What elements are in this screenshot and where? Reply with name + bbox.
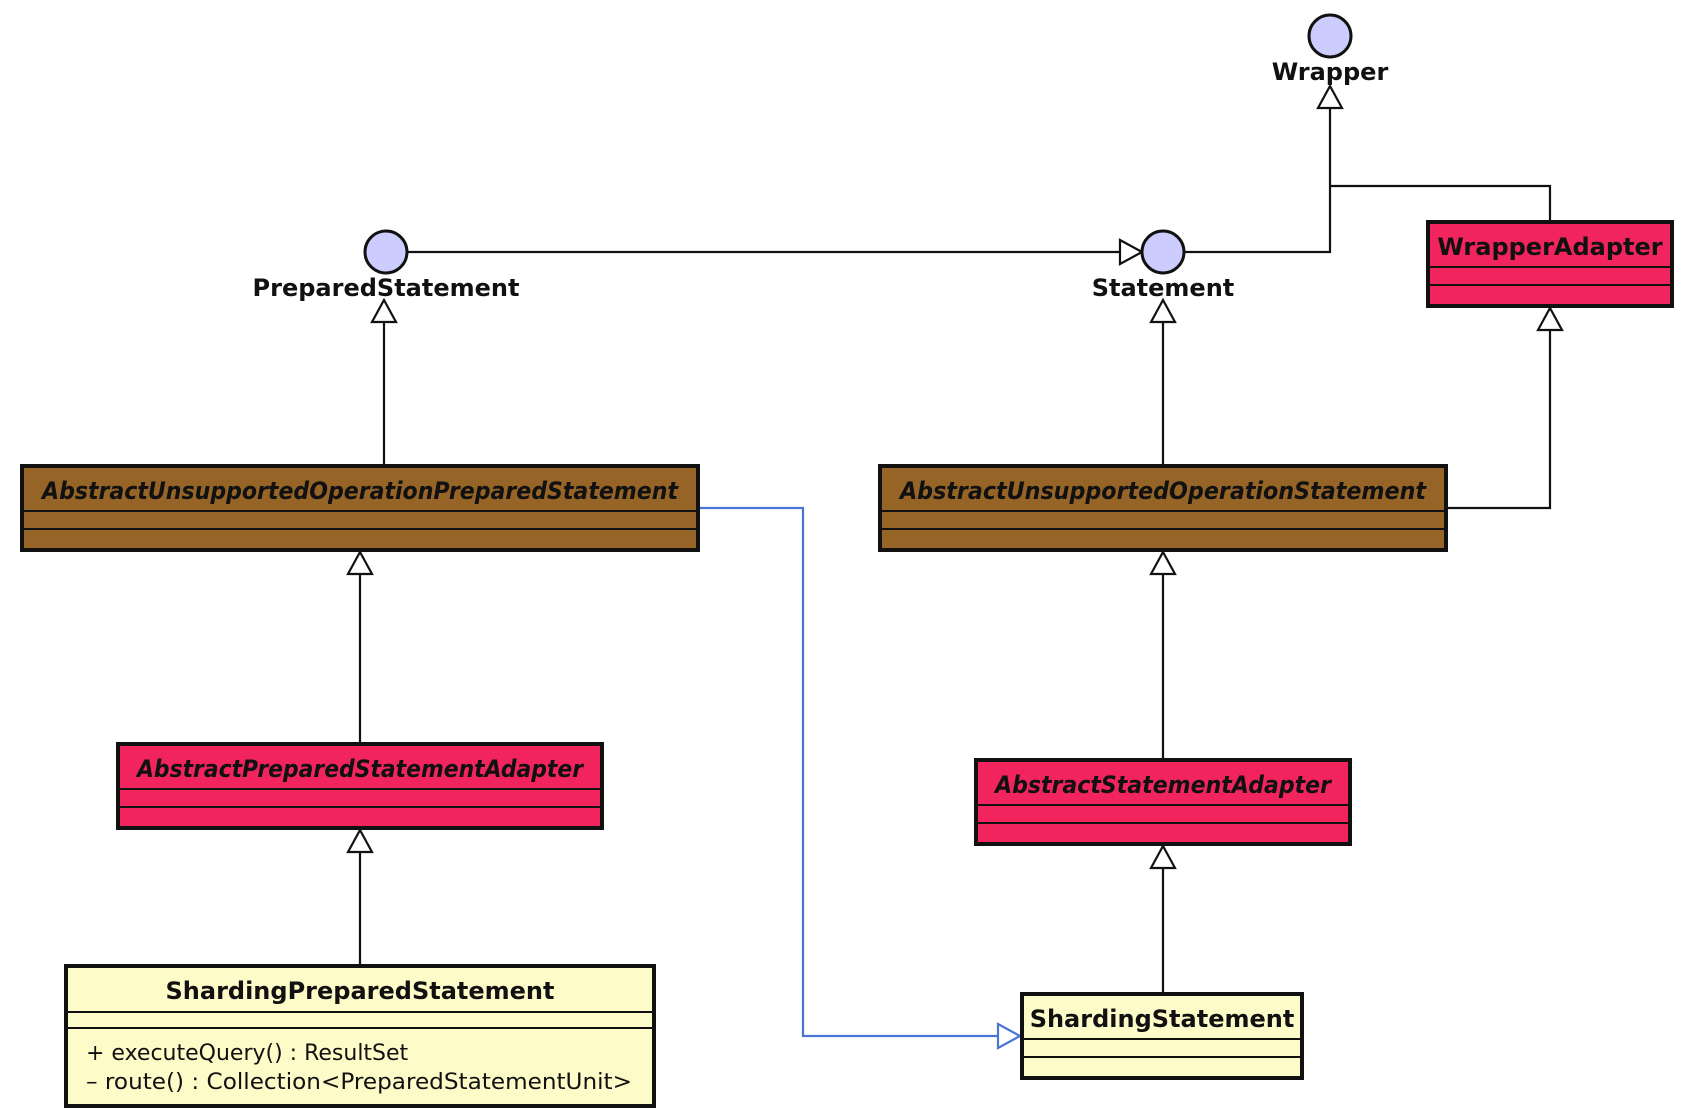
- austmt-name: AbstractUnsupportedOperationStatement: [898, 477, 1427, 505]
- class-abstractunsupportedoperationpreparedstatement[interactable]: AbstractUnsupportedOperationPreparedStat…: [20, 464, 700, 552]
- statement-label: Statement: [1092, 274, 1235, 302]
- arrowhead-apsa: [346, 827, 374, 854]
- interface-preparedstatement[interactable]: PreparedStatement: [253, 229, 520, 302]
- wrapper-label: Wrapper: [1272, 58, 1389, 86]
- arrowhead-wrapperadapter: [1536, 305, 1564, 332]
- class-wrapperadapter[interactable]: WrapperAdapter: [1426, 220, 1674, 308]
- preparedstatement-label: PreparedStatement: [253, 274, 520, 302]
- asa-name: AbstractStatementAdapter: [993, 771, 1333, 799]
- edge-aupstmt-to-shardingstatement: [698, 506, 998, 1038]
- sps-method-route: – route() : Collection<PreparedStatement…: [86, 1070, 632, 1095]
- edge-wrapperadapter-to-wrapper: [1330, 184, 1552, 222]
- class-shardingstatement[interactable]: ShardingStatement: [1020, 992, 1304, 1080]
- aupstmt-name: AbstractUnsupportedOperationPreparedStat…: [40, 477, 679, 505]
- wrapper-interface-icon: [1307, 13, 1353, 59]
- edge-austmt-to-wrapperadapter: [1446, 330, 1552, 510]
- class-abstractpreparedstatementadapter[interactable]: AbstractPreparedStatementAdapter: [116, 742, 604, 830]
- apsa-box: [116, 742, 604, 830]
- austmt-box: [878, 464, 1448, 552]
- interface-statement[interactable]: Statement: [1092, 229, 1235, 302]
- arrowhead-statement-left: [1118, 238, 1145, 266]
- arrowhead-shardingstatement: [996, 1022, 1023, 1050]
- asa-box: [974, 758, 1352, 846]
- class-shardingpreparedstatement[interactable]: ShardingPreparedStatement + executeQuery…: [64, 964, 656, 1108]
- apsa-name: AbstractPreparedStatementAdapter: [135, 755, 585, 783]
- interface-wrapper[interactable]: Wrapper: [1272, 13, 1389, 86]
- preparedstatement-interface-icon: [363, 229, 409, 275]
- arrowhead-statement: [1149, 297, 1177, 324]
- sps-name: ShardingPreparedStatement: [166, 977, 555, 1005]
- ss-box: [1020, 992, 1304, 1080]
- arrowhead-preparedstatement: [370, 297, 398, 324]
- statement-interface-icon: [1140, 229, 1186, 275]
- aupstmt-box: [20, 464, 700, 552]
- wrapperadapter-box: [1426, 220, 1674, 308]
- arrowhead-austmt: [1149, 549, 1177, 576]
- sps-box: [64, 964, 656, 1108]
- wrapperadapter-name: WrapperAdapter: [1437, 233, 1662, 261]
- class-abstractunsupportedoperationstatement[interactable]: AbstractUnsupportedOperationStatement: [878, 464, 1448, 552]
- class-abstractstatementadapter[interactable]: AbstractStatementAdapter: [974, 758, 1352, 846]
- ss-name: ShardingStatement: [1030, 1005, 1295, 1033]
- edge-statement-to-wrapper: [1182, 108, 1332, 254]
- arrowhead-asa: [1149, 843, 1177, 870]
- arrowhead-wrapper: [1316, 83, 1344, 110]
- sps-method-executequery: + executeQuery() : ResultSet: [86, 1041, 409, 1066]
- arrowhead-aupstmt: [346, 549, 374, 576]
